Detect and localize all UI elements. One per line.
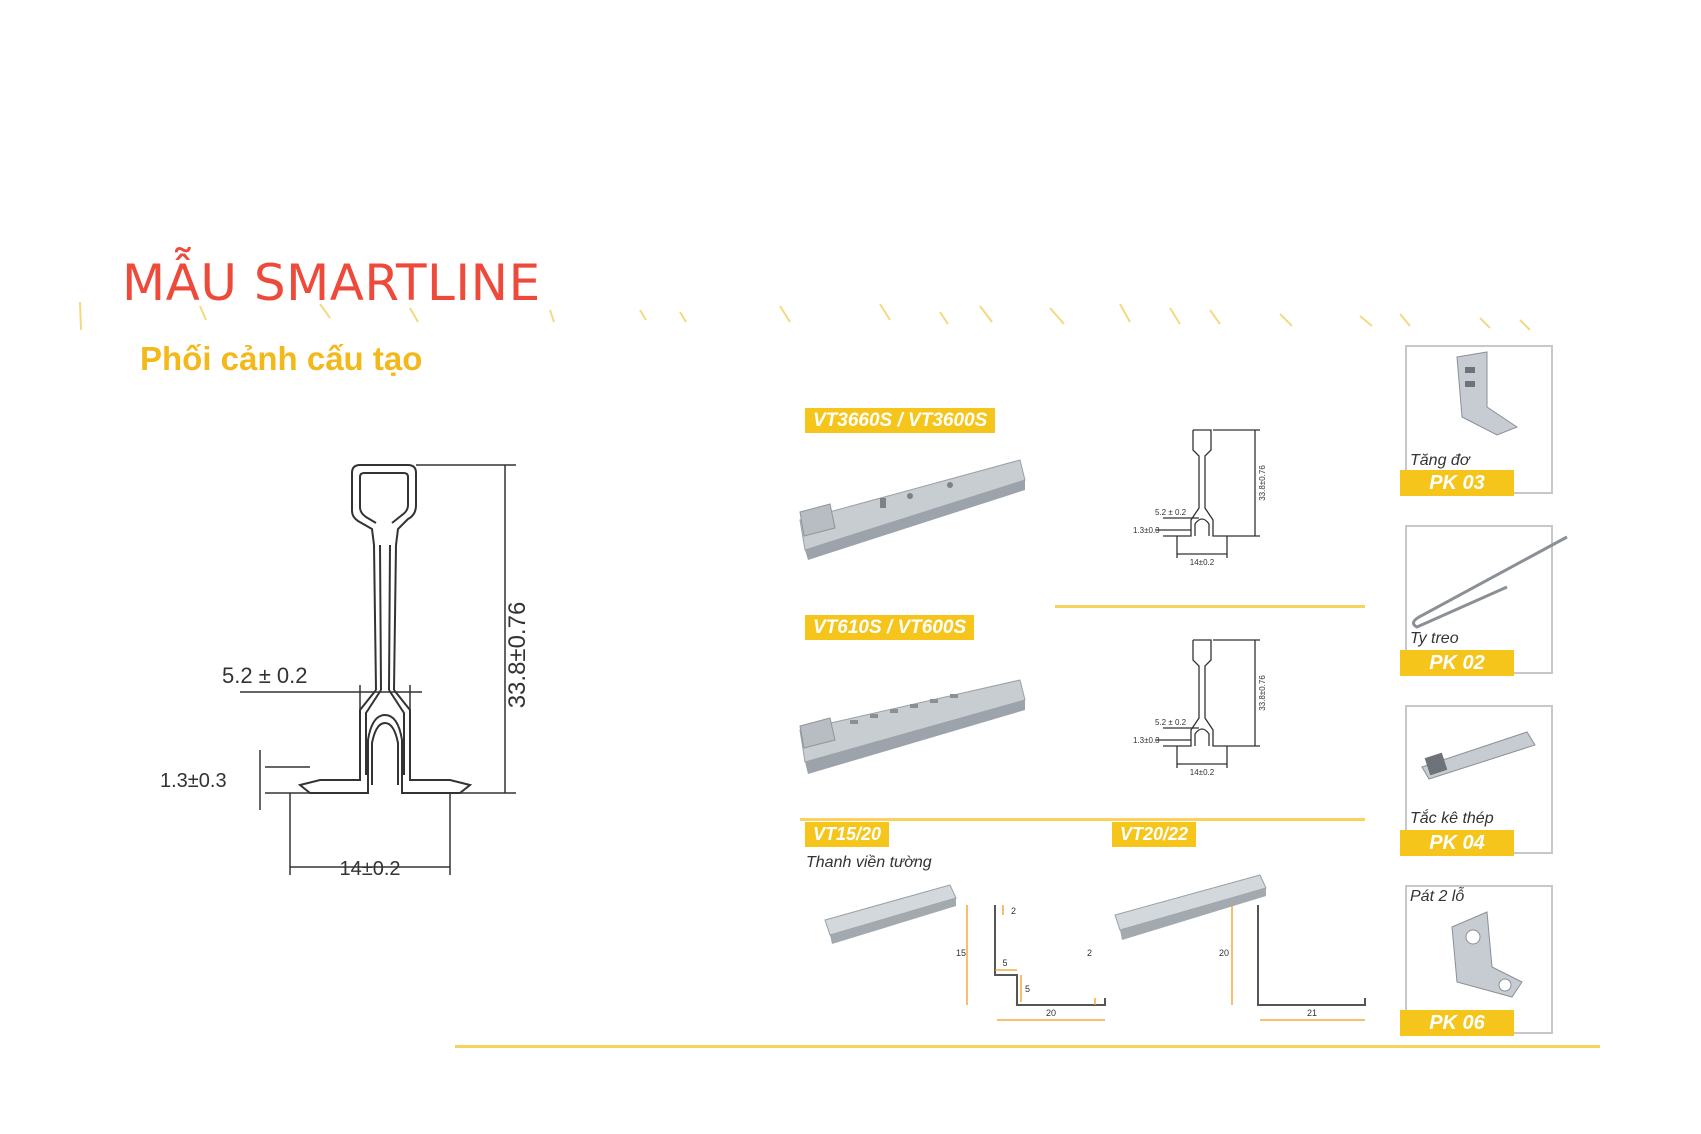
caption-wall-trim: Thanh viền tường [806, 854, 932, 871]
accessory-code-pk06: PK 06 [1400, 1010, 1514, 1036]
accessory-name-pk02: Ty treo [1410, 630, 1459, 647]
divider-row1 [1055, 605, 1365, 608]
row2-dim-flange: 1.3±0.3 [1133, 736, 1160, 745]
rail-image-vt2022 [1114, 874, 1267, 940]
angle-bracket-icon [1451, 911, 1523, 998]
main-dim-flange: 1.3±0.3 [160, 770, 227, 792]
main-profile-drawing: 33.8±0.76 5.2 ± 0.2 1.3±0.3 14±0.2 [160, 464, 531, 880]
profile-drawing-row2: 33.8±0.76 5.2 ± 0.2 1.3±0.3 14±0.2 [1133, 639, 1267, 777]
accessory-pk04-frame [1405, 705, 1553, 854]
tag-vt2022: VT20/22 [1112, 822, 1197, 847]
profile-drawing-vt2022: 20 21 [1219, 905, 1366, 1021]
row1-dim-height: 33.8±0.76 [1258, 465, 1267, 501]
hanger-rod-icon [1412, 535, 1568, 629]
vt1520-dim-top: 2 [1011, 906, 1016, 916]
vt1520-dim-h: 15 [956, 948, 966, 958]
accessory-code-pk03: PK 03 [1400, 470, 1514, 496]
row2-dim-height: 33.8±0.76 [1258, 675, 1267, 711]
accessory-pk06-frame [1405, 885, 1553, 1034]
vt2022-dim-base: 21 [1307, 1008, 1317, 1018]
bottom-rule [455, 1045, 1600, 1048]
accessory-name-pk03: Tăng đơ [1410, 452, 1470, 469]
main-dim-neck: 5.2 ± 0.2 [222, 663, 307, 688]
rail-image-vt610s [799, 679, 1026, 774]
accessory-name-pk04: Tắc kê thép [1410, 810, 1494, 827]
section-subtitle: Phối cảnh cấu tạo [140, 340, 423, 377]
row2-dim-base: 14±0.2 [1190, 768, 1215, 777]
rail-image-vt1520 [824, 884, 957, 944]
tag-vt610s: VT610S / VT600S [805, 615, 975, 640]
dash-decoration [79, 301, 1531, 331]
anchor-bolt-icon [1421, 731, 1536, 780]
row1-dim-base: 14±0.2 [1190, 558, 1215, 567]
main-dim-height: 33.8±0.76 [504, 602, 531, 709]
row1-dim-flange: 1.3±0.3 [1133, 526, 1160, 535]
vt2022-dim-h: 20 [1219, 948, 1229, 958]
tag-vt3660s: VT3660S / VT3600S [805, 408, 996, 433]
row2-dim-neck: 5.2 ± 0.2 [1155, 718, 1187, 727]
profile-drawing-vt1520: 15 2 5 5 2 20 [956, 905, 1106, 1021]
accessory-pk02-frame [1405, 525, 1568, 674]
vt1520-dim-base: 20 [1046, 1008, 1056, 1018]
turnbuckle-icon [1456, 351, 1519, 436]
page-title: MẪU SMARTLINE [122, 254, 541, 312]
tag-vt1520: VT15/20 [805, 822, 890, 847]
vt1520-dim-step-w: 5 [1002, 958, 1007, 968]
accessory-code-pk04: PK 04 [1400, 830, 1514, 856]
vt1520-dim-lip: 2 [1087, 948, 1092, 958]
row1-dim-neck: 5.2 ± 0.2 [1155, 508, 1187, 517]
main-dim-base: 14±0.2 [339, 858, 400, 880]
accessory-code-pk02: PK 02 [1400, 650, 1514, 676]
rail-image-vt3660s [799, 459, 1026, 560]
profile-drawing-row1: 33.8±0.76 5.2 ± 0.2 1.3±0.3 14±0.2 [1133, 429, 1267, 567]
accessory-name-pk06: Pát 2 lỗ [1410, 888, 1465, 905]
vt1520-dim-step-h: 5 [1025, 984, 1030, 994]
divider-row2 [800, 818, 1365, 821]
